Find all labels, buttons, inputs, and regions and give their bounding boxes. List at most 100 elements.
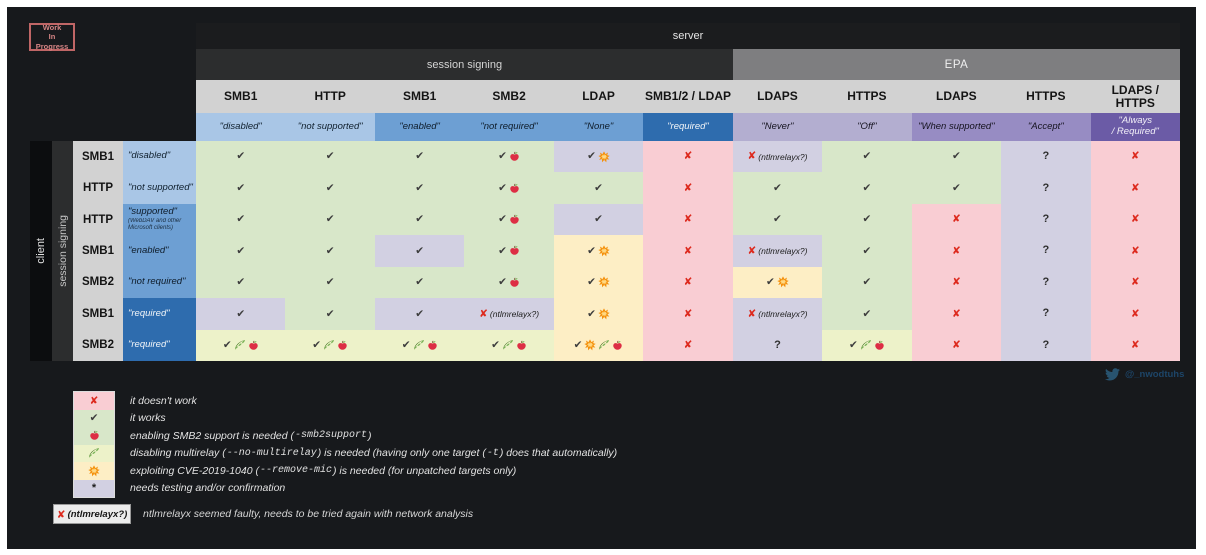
matrix-cell: ✔ (732, 266, 823, 299)
check-icon: ✔ (491, 339, 500, 352)
check-icon: ✔ (862, 276, 872, 289)
check-icon: ✔ (862, 150, 872, 163)
legend-swatch (74, 444, 114, 462)
matrix-cell: ✔ (732, 203, 823, 236)
footnote: ✘ (ntlmrelayx?) ntlmrelayx seemed faulty… (53, 504, 473, 524)
check-icon: ✔ (587, 276, 596, 289)
question-mark: ? (1042, 275, 1050, 288)
cross-icon: ✘ (56, 509, 66, 521)
cross-icon: ✘ (951, 276, 961, 289)
matrix-cell: ? (1001, 266, 1091, 299)
twitter-icon[interactable] (1105, 368, 1120, 381)
column-protocol: SMB1 (224, 89, 258, 104)
matrix-cell: ✘ (643, 235, 733, 267)
leaf-icon (413, 340, 424, 351)
question-mark: ? (1042, 307, 1050, 320)
check-icon: ✔ (594, 213, 603, 226)
matrix-cell: ✔ (285, 235, 375, 267)
cross-icon: ✘ (951, 244, 961, 257)
epa-header: EPA (733, 49, 1180, 80)
matrix-cell: ✘ (1090, 203, 1180, 236)
apple-icon (510, 214, 519, 224)
check-icon: ✔ (498, 181, 507, 194)
column-protocol: SMB2 (492, 89, 526, 104)
check-icon: ✔ (498, 213, 507, 226)
legend-item-text: it doesn't work (130, 394, 197, 407)
work-in-progress-badge: Work In Progress (29, 23, 75, 51)
matrix-cell: ✘(ntlmrelayx?) (732, 298, 823, 330)
column-setting: "Off" (822, 113, 912, 141)
matrix-cell: ✔ (374, 266, 465, 299)
check-icon: ✔ (236, 276, 246, 289)
apple-icon (613, 340, 623, 350)
twitter-link[interactable]: @_nwodtuhs (1105, 368, 1184, 381)
matrix-cell: ✔ (196, 203, 286, 236)
check-icon: ✔ (415, 181, 425, 194)
check-icon: ✔ (862, 181, 872, 194)
matrix-cell: ✘ (1090, 298, 1180, 330)
check-icon: ✔ (573, 339, 583, 352)
apple-icon (510, 277, 519, 287)
check-icon: ✔ (236, 244, 246, 257)
check-icon: ✔ (325, 307, 335, 320)
check-icon: ✔ (236, 307, 246, 320)
row-setting: "required" (123, 329, 196, 361)
cell-note: (ntlmrelayx?) (758, 151, 808, 162)
matrix-cell: ✔ (374, 203, 465, 236)
matrix-cell: ✔ (822, 266, 912, 299)
check-icon: ✔ (951, 150, 961, 163)
matrix-cell: ✔ (553, 235, 644, 267)
cross-icon: ✘ (1130, 339, 1140, 352)
matrix-cell: ✔ (553, 329, 644, 361)
matrix-cell: ? (1001, 172, 1091, 204)
legend-item-text: enabling SMB2 support is needed (-smb2su… (130, 429, 372, 442)
matrix-cell: ✔ (374, 172, 465, 204)
matrix-cell: ✔ (374, 298, 465, 330)
column-protocol: HTTP (314, 89, 346, 104)
footnote-symbol: ✘ (57, 505, 66, 523)
matrix-cell: ✔ (553, 266, 644, 299)
explosion-icon (598, 151, 610, 163)
cross-icon: ✘ (479, 307, 488, 320)
column-protocol: LDAP (582, 89, 615, 104)
leaf-icon (599, 340, 610, 351)
matrix-cell: ? (732, 329, 823, 361)
matrix-cell: ✘ (643, 266, 733, 299)
matrix-cell: ✔ (464, 329, 554, 361)
matrix-cell: ✔ (822, 203, 912, 236)
matrix-cell: ✔ (374, 329, 465, 361)
row-setting-column: "disabled""not supported""supported"(Web… (123, 141, 196, 361)
matrix-cell: ✔ (464, 203, 554, 236)
legend-item-text: it works (130, 412, 166, 425)
matrix-cell: ✘ (911, 298, 1002, 330)
apple-icon (510, 183, 519, 193)
check-icon: ✔ (594, 181, 603, 194)
column-protocol: HTTPS (847, 89, 887, 104)
check-icon: ✔ (773, 181, 782, 194)
matrix-cell: ✘ (643, 141, 733, 173)
cell-note: (ntlmrelayx?) (758, 308, 808, 319)
column-protocol: LDAPS (757, 89, 798, 104)
check-icon: ✔ (415, 276, 425, 289)
client-label-text: client (35, 238, 47, 264)
twitter-handle[interactable]: @_nwodtuhs (1125, 369, 1185, 380)
check-icon: ✔ (236, 150, 246, 163)
apple-icon (427, 340, 437, 350)
matrix-cell: ✔ (822, 141, 912, 173)
legend-descriptions: it doesn't work it works enabling SMB2 sup… (130, 391, 617, 498)
matrix-cell: ✔ (285, 329, 375, 361)
matrix-cell: ✘ (1090, 266, 1180, 299)
cross-icon: ✘ (747, 150, 757, 163)
matrix-cell: ✘ (643, 329, 733, 361)
explosion-icon (88, 465, 100, 477)
server-header: server (196, 23, 1180, 49)
matrix-cell: ✔ (196, 266, 286, 299)
column-protocol: SMB1 (402, 89, 437, 104)
apple-icon (89, 431, 99, 441)
matrix-cell: ✘ (911, 203, 1002, 236)
check-icon: ✔ (862, 213, 872, 226)
matrix-cell: ✔ (464, 141, 554, 173)
matrix-cell: ✘(ntlmrelayx?) (464, 298, 554, 330)
check-icon: ✔ (587, 150, 596, 163)
